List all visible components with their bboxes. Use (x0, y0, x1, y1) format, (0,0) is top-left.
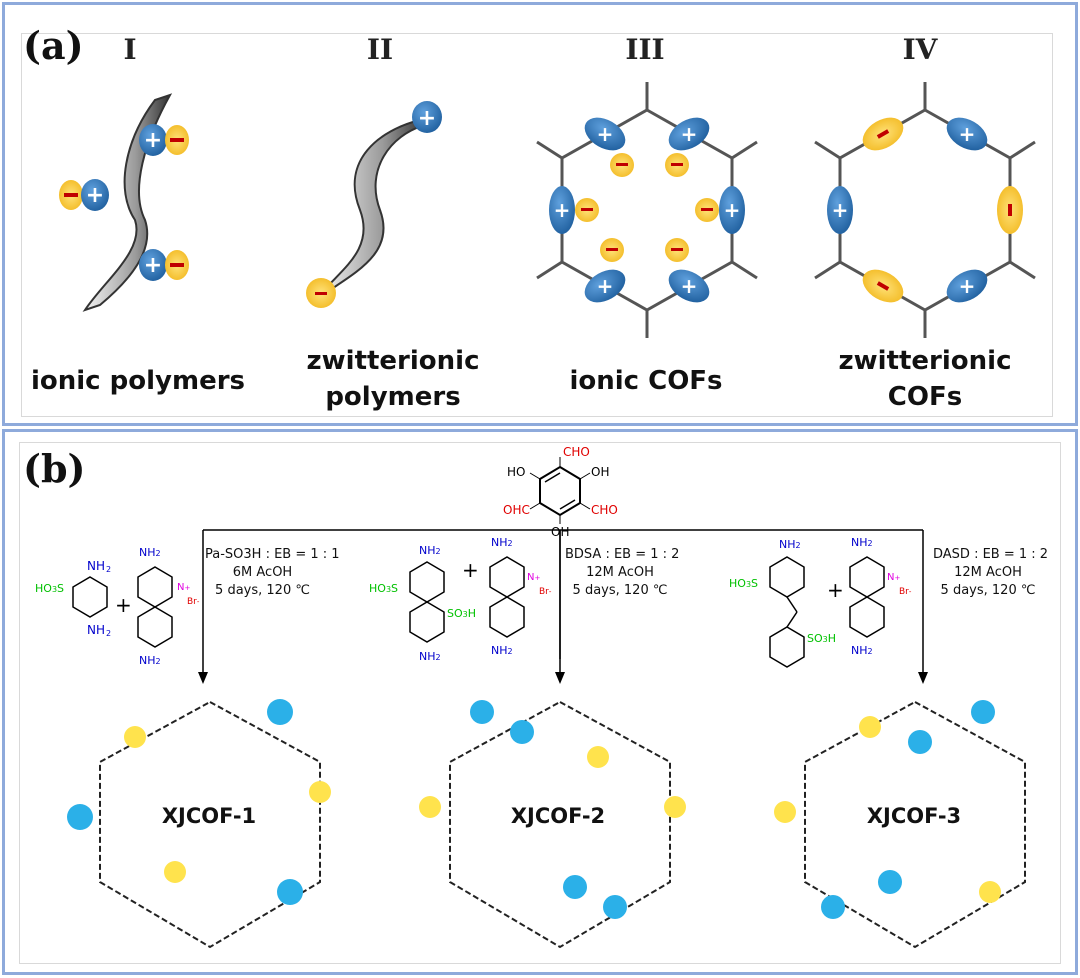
svg-text:HO3S: HO3S (35, 582, 64, 595)
svg-text:NH2: NH2 (139, 654, 161, 667)
panel-a-label: (a) (23, 23, 84, 68)
product-xjcof-2: XJCOF-2 (510, 804, 606, 828)
panel-a-frame (21, 33, 1053, 417)
ion-pair-1: + (139, 124, 189, 156)
svg-text:+: + (554, 198, 571, 222)
monomers-set-2: NH2 NH2 HO3S SO3H + N+ Br- NH2 NH2 (369, 536, 552, 663)
svg-text:+: + (597, 122, 614, 146)
zwitterionic-polymer-diagram: + (306, 101, 442, 308)
svg-text:NH: NH (87, 623, 105, 637)
svg-text:Br-: Br- (539, 587, 552, 597)
panel-b-frame (19, 442, 1061, 964)
label-cho-top: CHO (563, 445, 590, 459)
svg-text:2: 2 (106, 565, 111, 574)
monomers-set-3: NH2 HO3S SO3H + N+ Br- NH2 NH2 (729, 536, 912, 668)
svg-text:NH2: NH2 (779, 538, 801, 551)
cof-ring-3 (774, 700, 1026, 949)
svg-text:SO3H: SO3H (447, 607, 476, 620)
svg-text:NH: NH (87, 559, 105, 573)
svg-text:+: + (144, 253, 162, 278)
numeral-1: I (123, 33, 137, 66)
svg-text:+: + (86, 183, 104, 208)
ion-pair-3: + (139, 249, 189, 281)
cof-ring-1 (67, 699, 331, 949)
svg-text:NH2: NH2 (139, 546, 161, 559)
svg-text:N+: N+ (887, 572, 900, 583)
panel-b-label: (b) (23, 446, 86, 491)
svg-text:SO3H: SO3H (807, 632, 836, 645)
numeral-4: IV (902, 33, 938, 66)
zwitterionic-cof-diagram: + + + (814, 82, 1036, 338)
ionic-polymer-diagram: + + + (59, 93, 189, 312)
cation-sites (549, 117, 745, 303)
svg-text:NH2: NH2 (419, 650, 441, 663)
anion-sites (575, 153, 719, 262)
panel-b: (b) CHO OH CHO OH OHC HO NH2 NH2 HO3S + … (2, 429, 1078, 975)
reaction-arrows (198, 529, 928, 684)
anion-end (306, 278, 336, 308)
label-ohc: OHC (503, 503, 530, 517)
ion-pair-2: + (59, 179, 109, 211)
svg-text:2: 2 (106, 629, 111, 638)
label-ho: HO (507, 465, 525, 479)
svg-text:HO3S: HO3S (369, 582, 398, 595)
ionic-cof-diagram: + + + + + + (536, 82, 758, 338)
svg-text:+: + (959, 122, 976, 146)
numeral-3: III (625, 33, 665, 66)
svg-text:HO3S: HO3S (729, 577, 758, 590)
svg-text:+: + (681, 122, 698, 146)
cof-ring-2 (419, 700, 686, 949)
svg-text:+: + (827, 578, 844, 602)
svg-text:+: + (144, 128, 162, 153)
svg-text:+: + (724, 198, 741, 222)
svg-text:NH2: NH2 (419, 544, 441, 557)
polymer-ribbon-z (319, 118, 427, 296)
product-xjcof-1: XJCOF-1 (161, 804, 257, 828)
numeral-2: II (366, 33, 394, 66)
svg-text:+: + (115, 593, 132, 617)
svg-text:NH2: NH2 (851, 644, 873, 657)
svg-text:+: + (681, 274, 698, 298)
svg-text:NH2: NH2 (491, 644, 513, 657)
cation-end: + (412, 101, 442, 133)
panel-a: (a) I II III IV + + + + (2, 2, 1078, 426)
svg-text:Br-: Br- (899, 587, 912, 597)
svg-text:N+: N+ (527, 572, 540, 583)
svg-text:Br-: Br- (187, 597, 200, 607)
svg-text:+: + (832, 198, 849, 222)
svg-text:+: + (462, 558, 479, 582)
caption-ionic-polymers: ionic polymers (30, 366, 246, 396)
svg-text:+: + (597, 274, 614, 298)
svg-text:NH2: NH2 (491, 536, 513, 549)
svg-text:+: + (959, 274, 976, 298)
polymer-ribbon (82, 93, 173, 312)
product-xjcof-3: XJCOF-3 (866, 804, 962, 828)
label-oh-right: OH (591, 465, 609, 479)
svg-text:N+: N+ (177, 582, 190, 593)
label-cho-right: CHO (591, 503, 618, 517)
caption-ionic-cofs: ionic COFs (569, 366, 723, 396)
svg-text:NH2: NH2 (851, 536, 873, 549)
svg-text:+: + (418, 106, 436, 131)
